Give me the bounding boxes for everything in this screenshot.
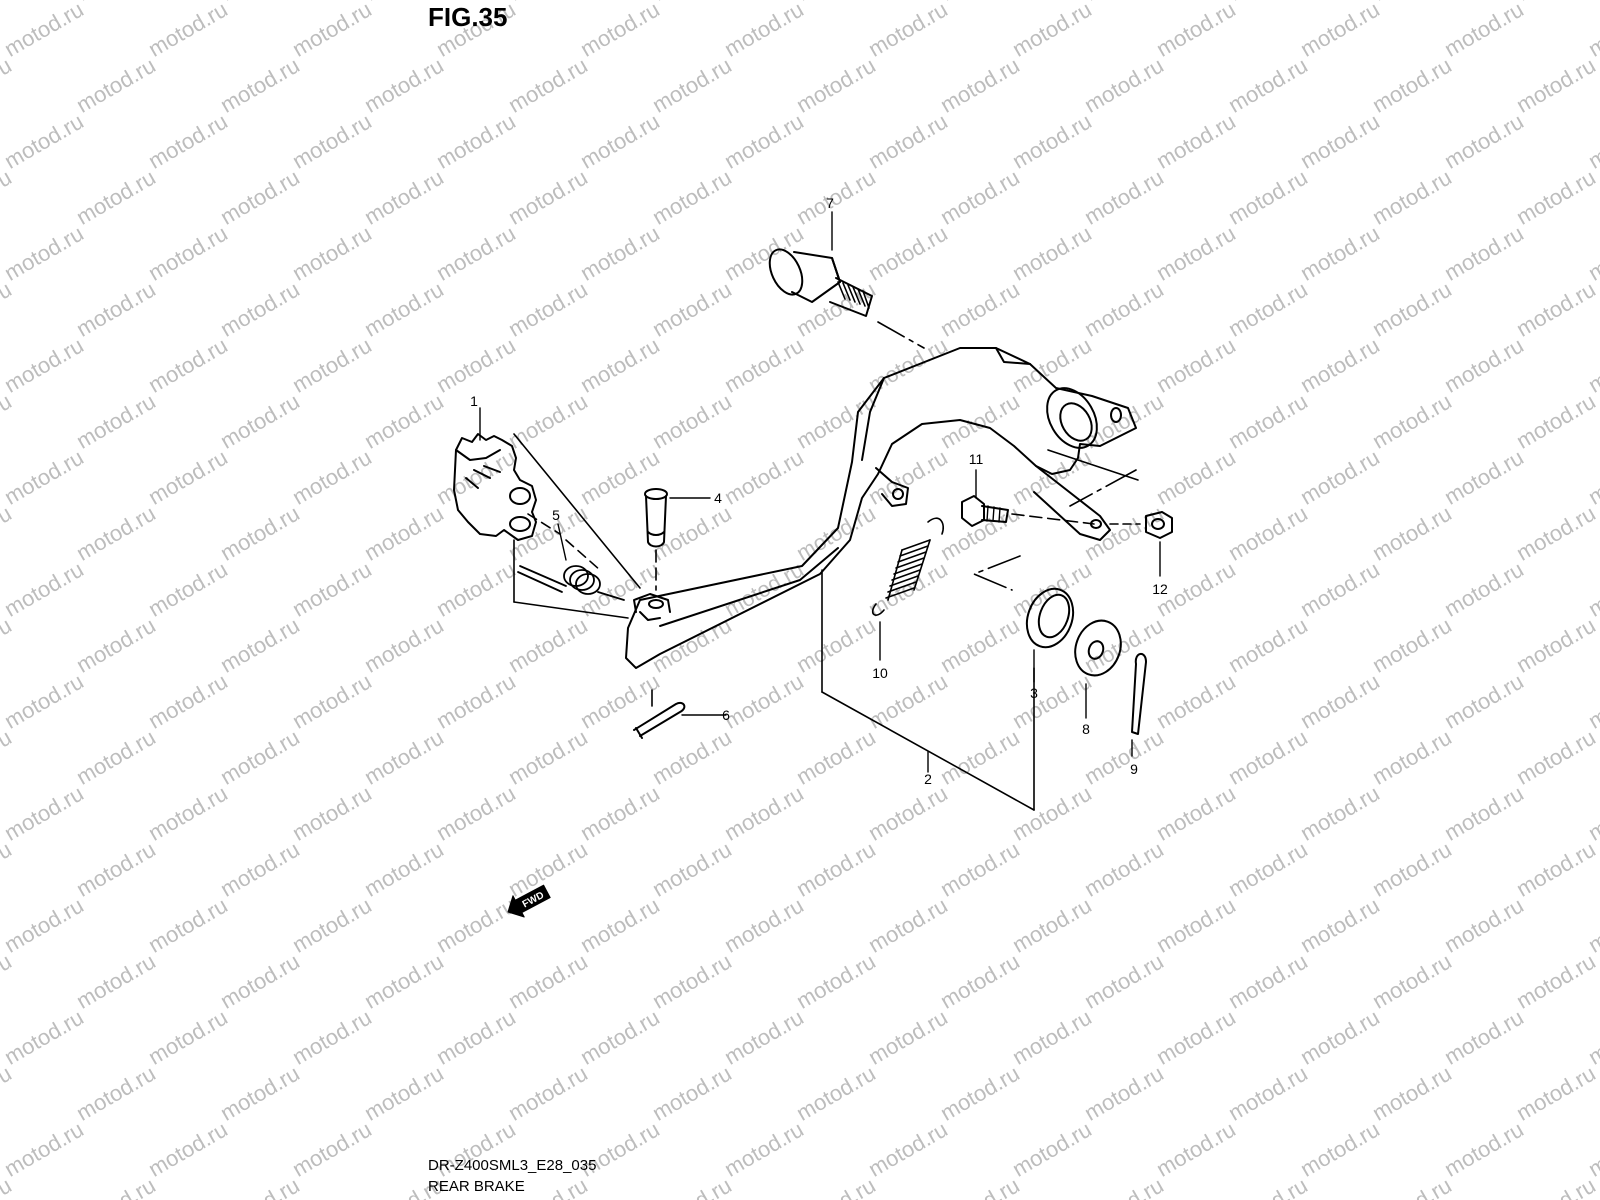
callout-6: 6	[722, 707, 730, 723]
hex-nut	[1109, 511, 1173, 539]
figure-title: FIG.35	[428, 2, 508, 32]
callout-3: 3	[1030, 685, 1038, 701]
oil-seal	[1025, 587, 1075, 649]
torsion-spring	[517, 565, 625, 601]
pivot-bolt	[768, 248, 873, 317]
callout-4: 4	[714, 490, 722, 506]
callout-2: 2	[924, 771, 932, 787]
clevis-pin	[644, 488, 668, 591]
cotter-pin-right	[1131, 653, 1147, 735]
callout-12: 12	[1152, 581, 1168, 597]
callout-7: 7	[826, 195, 834, 211]
cotter-pin	[633, 689, 686, 739]
leader-lines	[479, 211, 1161, 773]
return-spring	[871, 517, 944, 616]
model-code: DR-Z400SML3_E28_035	[428, 1157, 597, 1174]
spring-bolt	[961, 495, 1095, 527]
callout-11: 11	[969, 451, 984, 467]
fwd-arrow-icon: FWD	[507, 884, 551, 918]
guide-lines	[513, 433, 641, 619]
brake-stopper	[453, 433, 537, 541]
callout-8: 8	[1082, 721, 1090, 737]
callout-9: 9	[1130, 761, 1138, 777]
fwd-label: FWD	[521, 890, 546, 910]
assembly-bracket	[821, 569, 1035, 811]
callout-10: 10	[872, 665, 888, 681]
callout-5: 5	[552, 507, 560, 523]
diagram-caption: REAR BRAKE	[428, 1178, 525, 1195]
brake-pedal	[625, 347, 1137, 669]
callout-1: 1	[470, 393, 478, 409]
washer	[1074, 619, 1122, 677]
